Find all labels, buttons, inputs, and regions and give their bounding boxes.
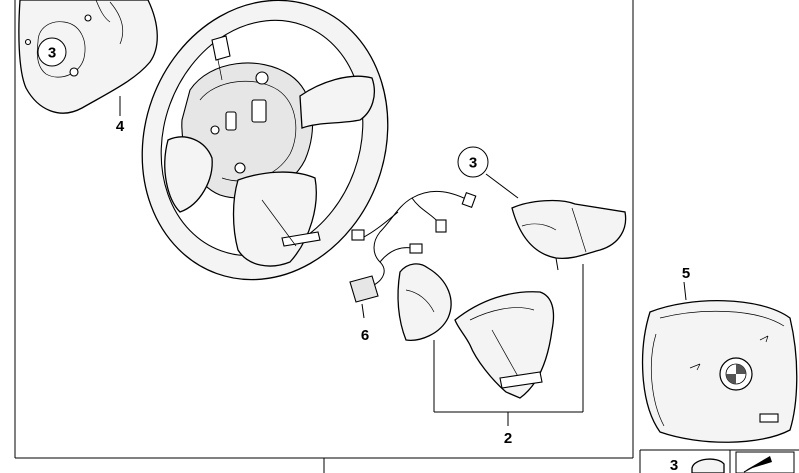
callout-label-4: 4 (116, 118, 125, 135)
callout-label-3-bottom: 3 (670, 457, 678, 473)
steering-wheel (141, 0, 389, 281)
bottom-parts (639, 449, 799, 473)
arrow-cursor-icon (735, 451, 795, 473)
switch-cover-right (511, 199, 627, 271)
callout-label-5: 5 (682, 265, 690, 282)
lower-spoke-cover (454, 291, 555, 399)
airbag-warning-icon (689, 335, 769, 371)
callout-label-2: 2 (504, 430, 512, 447)
switch-cover-left (397, 263, 452, 341)
airbag-module (641, 281, 798, 443)
callout-label-3-middle: 3 (469, 155, 477, 172)
callout-label-3-top-left: 3 (48, 45, 56, 62)
bmw-roundel-icon (719, 357, 753, 391)
wiring-harness (349, 191, 477, 319)
part-2-bracket (433, 264, 584, 426)
diagram-frame (14, 0, 634, 473)
callout-label-6: 6 (361, 327, 369, 344)
callout-circle-3-top-left (37, 37, 67, 67)
rear-trim-cover (18, 0, 158, 114)
callout-circle-3-middle (457, 146, 489, 178)
callout-leaders (119, 96, 519, 199)
